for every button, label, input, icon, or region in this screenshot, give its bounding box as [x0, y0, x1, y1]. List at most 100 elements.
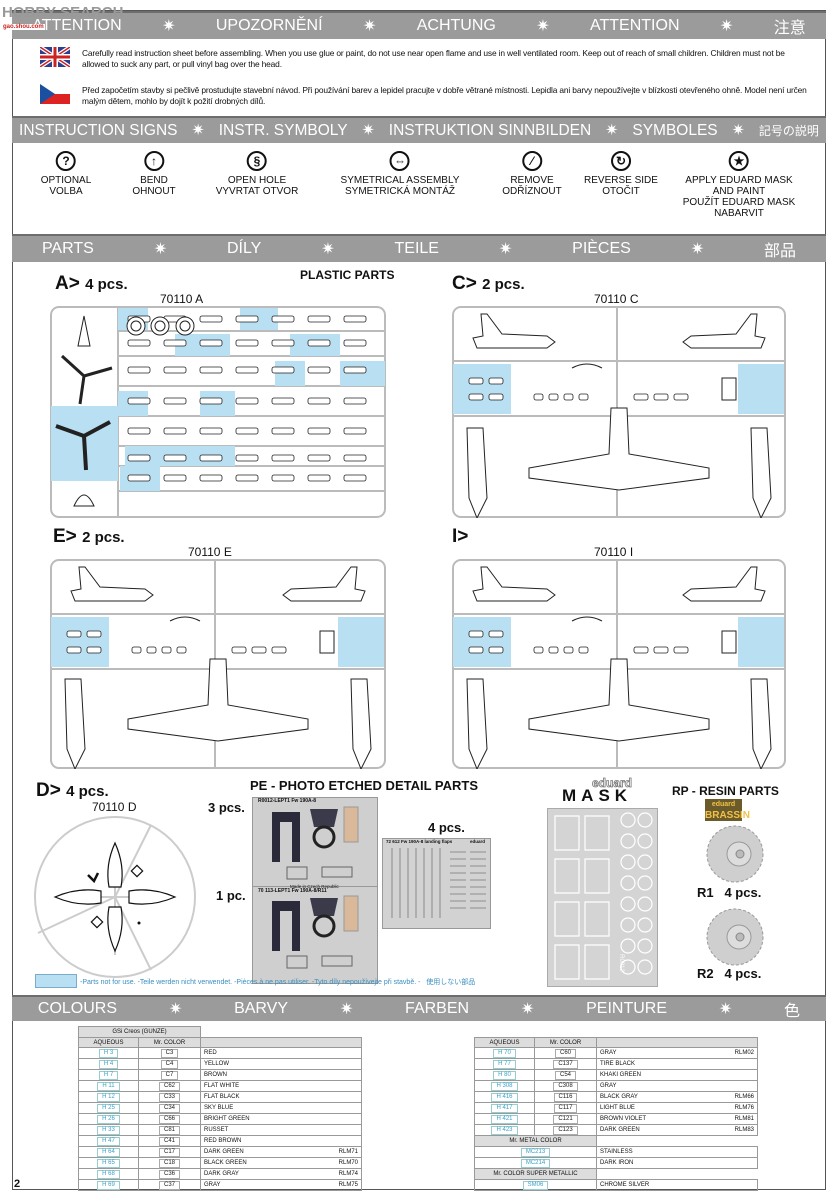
aqueous-code: H 80 — [493, 1070, 516, 1080]
metal-code: SM06 — [522, 1180, 549, 1190]
small-part — [307, 397, 331, 405]
small-part — [127, 339, 151, 347]
small-part — [271, 397, 295, 405]
reverse-icon: ↻ — [610, 151, 631, 171]
rlm-code: RLM76 — [734, 1105, 754, 1111]
small-part — [468, 630, 484, 638]
mr-color-code: C4 — [160, 1059, 179, 1069]
pe-brand: eduard — [470, 839, 486, 844]
mr-color-code: C41 — [158, 1136, 180, 1146]
propeller-part — [55, 420, 111, 471]
small-part — [488, 630, 504, 638]
wheel-part — [150, 316, 170, 336]
mask-ring — [637, 833, 653, 849]
signs-bar: INSTRUCTION SIGNS✷INSTR. SYMBOLY✷INSTRUK… — [12, 116, 826, 143]
colour-name: FLAT WHITE — [204, 1083, 240, 1089]
aqueous-code: H 421 — [491, 1114, 518, 1124]
small-part — [488, 377, 504, 385]
small-part — [343, 454, 367, 462]
aqueous-code: H 65 — [97, 1158, 120, 1168]
small-part — [169, 616, 201, 622]
mr-color-code: C36 — [158, 1169, 180, 1179]
bar-label: ATTENTION — [32, 17, 122, 34]
small-part — [319, 630, 335, 654]
sprue-a-drawing — [50, 306, 386, 518]
pe-instrument-panel — [310, 898, 338, 916]
fuselage-part — [472, 566, 556, 602]
small-part — [146, 646, 157, 654]
wheel-hub — [130, 320, 142, 332]
pe-instrument-panel — [310, 809, 338, 827]
small-part — [633, 393, 649, 401]
small-part — [721, 377, 737, 401]
not-for-use-area — [738, 617, 784, 667]
small-part — [163, 366, 187, 374]
not-for-use-text: -Parts not for use. -Teile werden nicht … — [80, 979, 476, 986]
plastic-parts-title: PLASTIC PARTS — [300, 268, 395, 282]
small-part — [235, 366, 259, 374]
mask-ring — [620, 896, 636, 912]
antenna-part — [77, 315, 91, 347]
bar-label: PEINTURE — [586, 1000, 667, 1017]
wing-part — [528, 407, 710, 491]
mask-ring — [620, 938, 636, 954]
gear-leg — [466, 678, 488, 769]
small-part — [199, 454, 223, 462]
colour-name: LIGHT BLUE — [600, 1105, 635, 1111]
spinner-part — [73, 494, 95, 507]
not-for-use-area — [340, 361, 385, 386]
resin-r1: R1 4 pcs. — [697, 885, 762, 900]
mr-color-code: C117 — [553, 1103, 578, 1113]
small-part — [251, 646, 267, 654]
mr-color-code: C123 — [553, 1125, 578, 1135]
pe-sheet1-qty: 3 pcs. — [208, 800, 245, 815]
colour-name: BLACK GREEN — [204, 1160, 247, 1166]
small-part — [571, 616, 603, 622]
small-part — [161, 646, 172, 654]
colour-name: BROWN — [204, 1072, 227, 1078]
mr-color-code: C37 — [158, 1180, 180, 1190]
small-part — [633, 646, 649, 654]
small-part — [86, 630, 102, 638]
rlm-code: RLM66 — [734, 1094, 754, 1100]
small-part — [343, 474, 367, 482]
bar-label: ATTENTION — [590, 17, 680, 34]
pe-flaps-sheet — [382, 838, 491, 929]
small-part — [721, 630, 737, 654]
column-header: AQUEOUS — [78, 1037, 139, 1048]
mask-canopy — [554, 901, 610, 937]
small-part — [271, 315, 295, 323]
bar-label: ACHTUNG — [416, 17, 496, 34]
gear-leg — [750, 678, 772, 769]
bar-label: INSTRUCTION SIGNS — [19, 121, 178, 139]
pe-panel — [272, 812, 300, 862]
small-part — [199, 315, 223, 323]
question-icon: ? — [55, 151, 76, 171]
small-part — [235, 339, 259, 347]
fuselage-part — [682, 566, 766, 602]
colour-name: BLACK GRAY — [600, 1094, 638, 1100]
colour-name: BRIGHT GREEN — [204, 1116, 250, 1122]
small-part — [271, 339, 295, 347]
pe-panel — [272, 901, 300, 951]
mask-canopy — [554, 815, 610, 851]
rlm-code: RLM74 — [338, 1171, 358, 1177]
resin-r2: R2 4 pcs. — [697, 966, 762, 981]
not-for-use-area — [240, 308, 278, 330]
gear-leg — [750, 427, 772, 518]
small-part — [533, 646, 544, 654]
small-part — [235, 315, 259, 323]
sprue-c-drawing — [452, 306, 786, 518]
small-part — [235, 397, 259, 405]
sprue-e-code: 70110 E — [188, 545, 232, 559]
colour-name: TIRE BLACK — [600, 1061, 636, 1067]
